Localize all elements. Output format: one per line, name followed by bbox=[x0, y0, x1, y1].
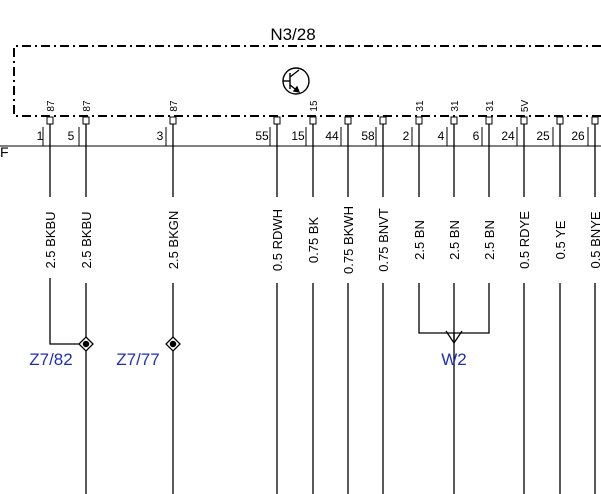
component-title: N3/28 bbox=[270, 25, 315, 44]
wire-label-bg bbox=[481, 197, 497, 283]
pin-number: 3 bbox=[157, 129, 164, 143]
wire-label-bg bbox=[587, 197, 601, 283]
terminal-label: 31 bbox=[485, 100, 496, 112]
wire-label: 0.5 BNYE bbox=[588, 211, 601, 268]
wire-label: 2.5 BN bbox=[447, 220, 462, 260]
wire-label: 0.5 YE bbox=[553, 220, 568, 259]
pin-tab bbox=[379, 116, 387, 125]
pin-tab bbox=[273, 116, 281, 125]
wire-label-bg bbox=[552, 197, 568, 283]
wire-label-bg bbox=[42, 197, 58, 283]
terminal-label: 5V bbox=[520, 100, 531, 113]
pin-tab bbox=[415, 116, 423, 125]
wire-label: 0.5 RDWH bbox=[270, 209, 285, 271]
pin-number: 5 bbox=[68, 129, 75, 143]
terminal-label: 31 bbox=[450, 100, 461, 112]
wire-label-bg bbox=[446, 197, 462, 283]
wire-label: 2.5 BKBU bbox=[43, 211, 58, 268]
pin-number: 2 bbox=[403, 129, 410, 143]
wire-label: 2.5 BN bbox=[482, 220, 497, 260]
wire-label-bg bbox=[269, 197, 285, 283]
pin-number: 1 bbox=[37, 129, 44, 143]
pin-number: 4 bbox=[438, 129, 445, 143]
wire-label: 2.5 BKGN bbox=[166, 211, 181, 270]
pin-number: 26 bbox=[571, 129, 585, 143]
label-w2[interactable]: W2 bbox=[441, 350, 467, 369]
wire-label-bg bbox=[411, 197, 427, 283]
terminal-label: 31 bbox=[415, 100, 426, 112]
pin-tab bbox=[309, 116, 317, 125]
pin-tab bbox=[520, 116, 528, 125]
wire-label-bg bbox=[78, 197, 94, 283]
pin-tab bbox=[485, 116, 493, 125]
pin-number: 15 bbox=[291, 129, 305, 143]
wire-label: 0.75 BK bbox=[306, 217, 321, 264]
pin-number: 55 bbox=[255, 129, 269, 143]
label-z7-82[interactable]: Z7/82 bbox=[29, 350, 72, 369]
pin-tab bbox=[556, 116, 564, 125]
terminal-label: 15 bbox=[309, 100, 320, 112]
ground-w2 bbox=[418, 290, 490, 345]
left-edge-label: F bbox=[0, 144, 9, 160]
wire-label-bg bbox=[165, 197, 181, 283]
pin-tab bbox=[450, 116, 458, 125]
pin-number: 44 bbox=[325, 129, 339, 143]
terminal-label: 87 bbox=[82, 100, 93, 112]
pin-tab bbox=[46, 116, 54, 125]
pins-group: 1 87 2.5 BKBU 5 87 2.5 BKBU 3 87 2.5 BKGN 55 0.5 R… bbox=[37, 100, 601, 494]
transistor-icon bbox=[282, 67, 310, 95]
junction-z7-77 bbox=[165, 336, 181, 352]
component-box bbox=[13, 45, 601, 117]
pin-number: 25 bbox=[536, 129, 550, 143]
wire-label-bg bbox=[516, 197, 532, 283]
pin-number: 58 bbox=[361, 129, 375, 143]
wire-label: 2.5 BN bbox=[412, 220, 427, 260]
pin-tab bbox=[169, 116, 177, 125]
pin-tab bbox=[591, 116, 599, 125]
wire-label: 0.75 BNVT bbox=[376, 208, 391, 272]
wire-label: 2.5 BKBU bbox=[79, 211, 94, 268]
label-z7-77[interactable]: Z7/77 bbox=[116, 350, 159, 369]
wire-label-bg bbox=[340, 197, 356, 283]
terminal-label: 87 bbox=[169, 100, 180, 112]
junction-z7-82 bbox=[49, 278, 94, 352]
pin-tab bbox=[82, 116, 90, 125]
wire-label-bg bbox=[375, 197, 391, 283]
pin-number: 24 bbox=[501, 129, 515, 143]
wire-label: 0.75 BKWH bbox=[341, 206, 356, 274]
pin-number: 6 bbox=[473, 129, 480, 143]
pin-tab bbox=[344, 116, 352, 125]
wire-label-bg bbox=[305, 197, 321, 283]
terminal-label: 87 bbox=[46, 100, 57, 112]
wire-label: 0.5 RDYE bbox=[517, 211, 532, 269]
